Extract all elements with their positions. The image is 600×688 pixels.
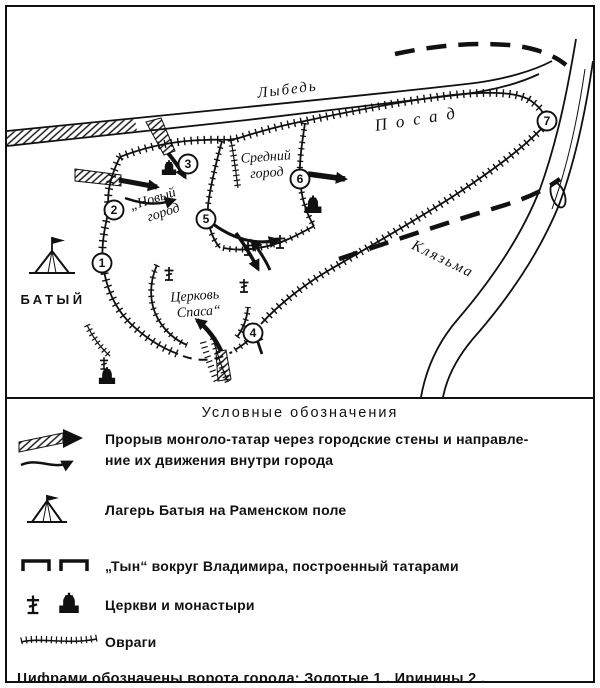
legend-item-tyn: „Тын“ вокруг Владимира, построенный тата… (17, 553, 583, 580)
label-novy-gorod: „Новый город (128, 185, 182, 225)
tyn-dashes-icon (17, 553, 105, 580)
svg-text:4: 4 (250, 326, 257, 340)
svg-text:Церковь: Церковь (169, 287, 220, 305)
gates-key: Цифрами обозначены ворота города: Золоты… (17, 668, 583, 683)
church-cross-icon (238, 278, 250, 293)
legend-item-churches: Церкви и монастыри (17, 588, 583, 623)
legend-text-line: Лагерь Батыя на Раменском поле (105, 502, 347, 518)
gate-marker-1: 1 (91, 252, 113, 274)
spasa-enclosure-wall (148, 263, 251, 348)
movement-arrow-northwest (250, 238, 272, 271)
svg-text:Спаса“: Спаса“ (176, 303, 221, 321)
movement-arrow-center (212, 222, 281, 248)
legend-item-ravines: Овраги (17, 631, 583, 654)
gates-key-line: Цифрами обозначены ворота города: Золоты… (17, 671, 486, 683)
siege-map: 1 2 3 4 5 6 7 Лыбедь Посад Средний (7, 38, 593, 397)
map-legend-divider (7, 397, 593, 399)
attack-arrow-south (194, 318, 224, 352)
svg-text:3: 3 (185, 157, 192, 171)
legend-text-line: ние их движения внутри города (105, 452, 334, 468)
label-sredniy-gorod: Средний город (240, 148, 291, 182)
gate-marker-2: 2 (103, 199, 125, 221)
breach-wedge-north (145, 117, 176, 156)
legend-text-line: Прорыв монголо-татар через городские сте… (105, 431, 529, 447)
legend-text-line: Овраги (105, 634, 157, 650)
movement-arrow-west (124, 196, 177, 209)
ravine-central (227, 139, 242, 189)
river-klyazma (420, 38, 593, 397)
svg-text:5: 5 (203, 212, 210, 226)
svg-text:6: 6 (297, 172, 304, 186)
batu-camp-icon (29, 237, 75, 274)
inner-wall-novy-sredniy (204, 140, 225, 250)
legend-text-line: Церкви и монастыри (105, 597, 255, 613)
city-wall-breached-section (182, 351, 233, 361)
river-lybed (7, 60, 553, 147)
label-batu-camp: БАТЫЙ (20, 292, 85, 307)
svg-text:Средний: Средний (240, 148, 291, 166)
ravine-west (84, 323, 113, 359)
gate-marker-5: 5 (195, 208, 217, 230)
legend-item-breach: Прорыв монголо-татар через городские сте… (17, 429, 583, 480)
gate-marker-6: 6 (289, 168, 311, 190)
svg-text:1: 1 (99, 256, 106, 270)
svg-text:7: 7 (544, 114, 551, 128)
city-wall-north (118, 88, 550, 161)
svg-text:город: город (250, 165, 284, 182)
inner-wall-mid-south (222, 223, 316, 253)
attack-arrow-west (118, 177, 160, 192)
svg-text:2: 2 (111, 203, 118, 217)
church-cross-icon (25, 594, 41, 615)
movement-arrow-southeast (234, 231, 260, 272)
breach-arrows-icon (17, 429, 105, 480)
legend: Условные обозначения Прорыв монголо-тата… (7, 399, 593, 683)
gate-marker-4: 4 (242, 322, 264, 344)
legend-title: Условные обозначения (201, 405, 399, 421)
gate-marker-7: 7 (536, 110, 558, 132)
monastery-icon (58, 591, 80, 615)
church-monastery-icons (17, 588, 105, 623)
tyn-palisade-southeast (338, 177, 562, 262)
gate-marker-3: 3 (177, 153, 199, 175)
attack-arrow-gate6 (307, 171, 348, 184)
label-tserkov-spasa: Церковь Спаса“ (169, 287, 222, 321)
legend-text-line: „Тын“ вокруг Владимира, построенный тата… (105, 558, 459, 574)
river-marsh-hatch (7, 119, 137, 147)
church-cross-icon (163, 266, 175, 281)
label-lybed: Лыбедь (255, 78, 318, 101)
tyn-palisade-north (394, 41, 568, 67)
ravine-hatch-icon (17, 631, 105, 654)
map-frame: 1 2 3 4 5 6 7 Лыбедь Посад Средний (5, 5, 595, 683)
label-klyazma: Клязьма (408, 237, 476, 281)
map-area: 1 2 3 4 5 6 7 Лыбедь Посад Средний (7, 7, 593, 397)
city-wall-south (258, 121, 549, 327)
tent-icon (17, 488, 105, 533)
legend-item-batu-camp: Лагерь Батыя на Раменском поле (17, 488, 583, 533)
